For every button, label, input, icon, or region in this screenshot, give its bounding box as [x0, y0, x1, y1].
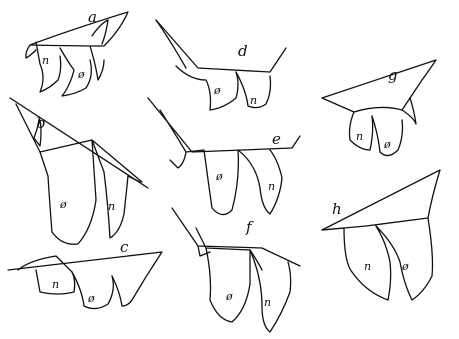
- figure-g-label: g: [388, 66, 398, 84]
- figure-c-mark-2: ø: [87, 292, 95, 305]
- figure-e: e ø n: [148, 98, 300, 215]
- figure-f-mark-1: ø: [225, 290, 233, 303]
- figure-g-mark-2: ø: [383, 138, 391, 151]
- figure-b-mark-1: ø: [59, 198, 67, 211]
- figure-d-mark-1: ø: [213, 84, 221, 97]
- figure-a-label: a: [88, 8, 97, 26]
- figure-f-label: f: [245, 218, 254, 236]
- figure-h: h n ø: [322, 170, 440, 300]
- figure-f: f ø n: [172, 208, 300, 332]
- figure-e-label: e: [272, 130, 281, 148]
- figure-h-mark-1: n: [364, 260, 371, 273]
- figure-e-mark-2: n: [268, 180, 275, 193]
- figure-g-mark-1: n: [356, 130, 363, 143]
- figure-f-mark-2: n: [264, 296, 271, 309]
- figure-d-label: d: [238, 42, 248, 60]
- figure-b: b ø n: [10, 98, 148, 244]
- figure-h-label: h: [332, 200, 342, 218]
- figure-d-mark-2: n: [250, 94, 257, 107]
- figure-h-mark-2: ø: [401, 260, 409, 273]
- figure-g: g n ø: [322, 60, 436, 156]
- figure-c-mark-1: n: [52, 278, 59, 291]
- figure-c-label: c: [120, 238, 129, 256]
- figure-a: a n ø: [26, 8, 128, 96]
- figure-b-label: b: [36, 114, 46, 132]
- figure-a-mark-2: ø: [77, 68, 85, 81]
- figure-a-mark-1: n: [42, 54, 49, 67]
- figure-c: c n ø: [8, 238, 162, 309]
- figure-d: d ø n: [156, 20, 286, 110]
- figure-e-mark-1: ø: [215, 170, 223, 183]
- figure-b-mark-2: n: [108, 200, 115, 213]
